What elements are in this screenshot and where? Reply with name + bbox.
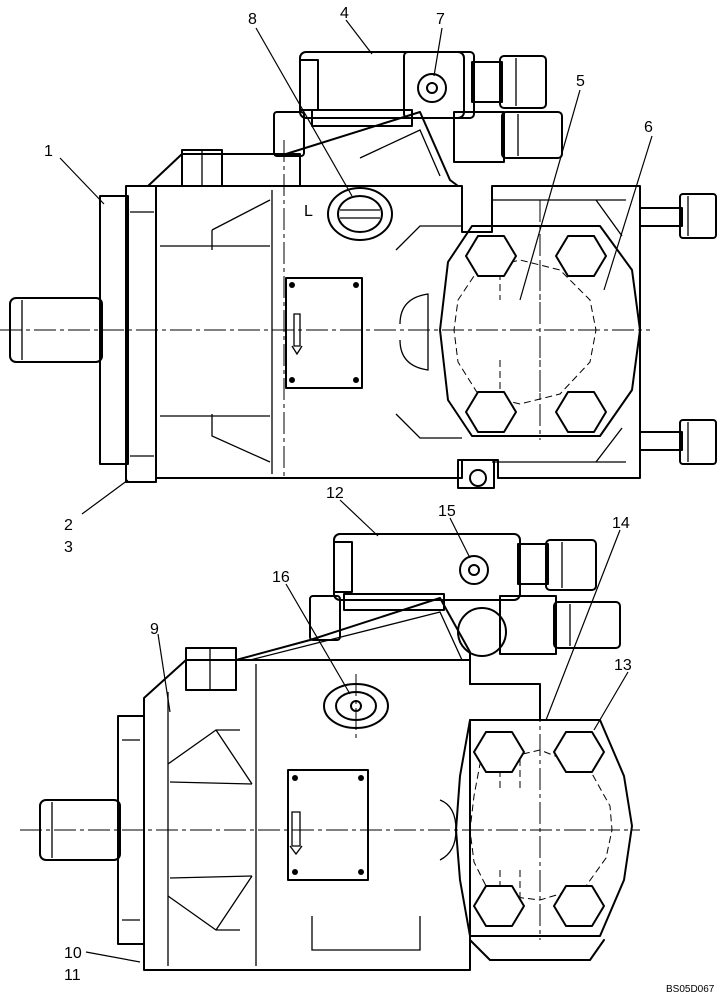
drawing-code: BS05D067 [666,984,715,995]
callout-12: 12 [326,485,344,502]
top-rear-bolts [639,193,717,465]
bottom-port-bolt-1 [473,731,525,773]
callout-2: 2 [64,517,73,534]
bottom-port-plate [455,719,633,961]
bottom-port-bolt-4 [553,885,605,927]
callout-leaders [59,19,653,963]
callout-8: 8 [248,11,257,28]
callout-14: 14 [612,515,630,532]
callout-labels: 1 2 3 4 5 6 7 8 9 10 11 12 13 14 15 16 [44,5,653,984]
callout-15: 15 [438,503,456,520]
callout-5: 5 [576,73,585,90]
callout-4: 4 [340,5,349,22]
port-mark-label: L [304,203,313,220]
top-port-bolt-4 [555,391,607,433]
bottom-port-bolt-2 [553,731,605,773]
top-drain-plug [457,459,495,489]
callout-7: 7 [436,11,445,28]
bottom-control-valve [185,533,621,691]
top-filler-cap: L [304,187,393,241]
bottom-pump-view [20,533,640,971]
callout-6: 6 [644,119,653,136]
top-name-plate [285,277,363,389]
callout-10: 10 [64,945,82,962]
top-port-bolt-1 [465,235,517,277]
top-port-plate [439,225,641,437]
bottom-name-plate [287,769,369,881]
callout-3: 3 [64,539,73,556]
callout-11: 11 [64,967,81,984]
top-mounting-flange [99,185,157,483]
callout-1: 1 [44,143,53,160]
top-port-bolt-2 [555,235,607,277]
bottom-port-bolt-3 [473,885,525,927]
top-pump-view: L [0,51,717,489]
callout-13: 13 [614,657,632,674]
top-pump-housing [155,185,641,479]
callout-9: 9 [150,621,159,638]
top-port-bolt-3 [465,391,517,433]
callout-16: 16 [272,569,290,586]
bottom-pump-housing [143,659,541,971]
top-control-valve [147,51,563,187]
